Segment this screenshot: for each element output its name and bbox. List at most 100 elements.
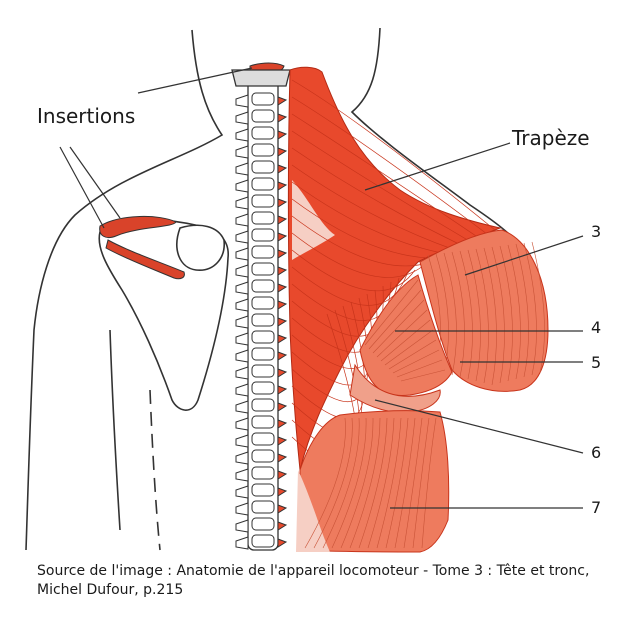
vertebra-body [251,449,275,463]
vertebra-body [251,262,275,276]
latissimus-fiber [367,417,395,549]
vertebra-process [235,502,249,516]
body-outline [25,27,529,551]
vertebra-body [251,415,275,429]
vertebra-process [235,111,249,125]
latissimus-fiber [385,417,409,549]
vertebra-process [235,383,249,397]
vertebra-process [235,468,249,482]
leader-line-6 [374,399,584,454]
infraspinatus-fiber [388,339,437,370]
vertebra-body [251,177,275,191]
vertebra-body [251,313,275,327]
vertebra-insertion [277,334,288,344]
label-insertions: Insertions [37,104,136,128]
latissimus-fiber [313,417,353,549]
latissimus-fiber [412,417,430,549]
vertebra-body [251,398,275,412]
vertebra-insertion [277,113,288,123]
latissimus-fiber [358,417,388,549]
vertebra-process [235,281,249,295]
teres-major-muscle [349,363,441,413]
vertebra-process [235,349,249,363]
vertebra-body [251,347,275,361]
leader-line-insertions-a [59,146,105,229]
vertebra-process [235,94,249,108]
vertebra-insertion [277,96,288,106]
latissimus-fiber [340,417,374,549]
vertebra-insertion [277,385,288,395]
image-source-caption: Source de l'image : Anatomie de l'appare… [37,563,590,598]
vertebra-body [251,143,275,157]
vertebra-process [235,434,249,448]
vertebra-insertion [277,249,288,259]
vertebra-body [251,432,275,446]
vertebra-process [235,332,249,346]
vertebra-body [251,109,275,123]
trapezius-fiber [291,113,480,239]
infraspinatus-muscle [359,274,453,397]
vertebra-body [251,534,275,548]
vertebra-process [235,417,249,431]
vertebra-body [251,296,275,310]
leader-line-trapeze [364,142,511,191]
trapezius-fiber [291,289,378,369]
vertebra-insertion [277,130,288,140]
vertebra-process [235,264,249,278]
trapezius-fiber [291,249,416,292]
vertebra-process [235,179,249,193]
latissimus-fiber [421,417,437,549]
label-4: 4 [591,318,602,337]
deltoid-fiber [451,251,465,378]
deltoid-fiber [475,248,489,384]
vertebra-body [251,517,275,531]
vertebra-insertion [277,317,288,327]
latissimus-fiber [403,417,423,549]
deltoid-fiber [507,244,521,380]
vertebra-process [235,536,249,550]
vertebra-insertion [277,266,288,276]
vertebra-insertion [277,419,288,429]
leader-line-insertions-b [69,146,121,219]
vertebra-insertion [277,470,288,480]
vertebra-insertion [277,351,288,361]
infraspinatus-fiber [372,299,425,354]
vertebra-body [251,160,275,174]
label-7: 7 [591,498,602,517]
vertebra-body [251,364,275,378]
vertebra-process [235,298,249,312]
vertebra-body [251,330,275,344]
vertebra-body [251,245,275,259]
latissimus-fiber [394,417,416,549]
deltoid-fiber [443,252,457,376]
vertebra-body [251,126,275,140]
vertebra-body [251,381,275,395]
vertebra-insertion [277,402,288,412]
leader-lines [59,67,584,509]
vertebrae [235,92,288,550]
vertebra-process [235,230,249,244]
latissimus-fiber [322,417,360,549]
vertebra-insertion [277,147,288,157]
vertebra-process [235,451,249,465]
vertebra-insertion [277,232,288,242]
vertebra-process [235,145,249,159]
deltoid-fiber [515,243,529,378]
trapezius-fiber [291,96,488,235]
vertebra-insertion [277,538,288,548]
infraspinatus-fiber [380,319,431,362]
label-5: 5 [591,353,602,372]
vertebra-insertion [277,504,288,514]
infraspinatus-fiber [384,329,434,366]
vertebra-process [235,128,249,142]
trapezius-fiber [291,164,456,251]
trapezius-fiber [291,266,408,306]
deltoid-fiber [531,241,545,374]
vertebra-insertion [277,436,288,446]
latissimus-fiber [304,417,346,549]
vertebra-body [251,92,275,106]
vertebra-process [235,213,249,227]
leader-line-3 [464,235,584,276]
scapula-left [98,218,229,411]
